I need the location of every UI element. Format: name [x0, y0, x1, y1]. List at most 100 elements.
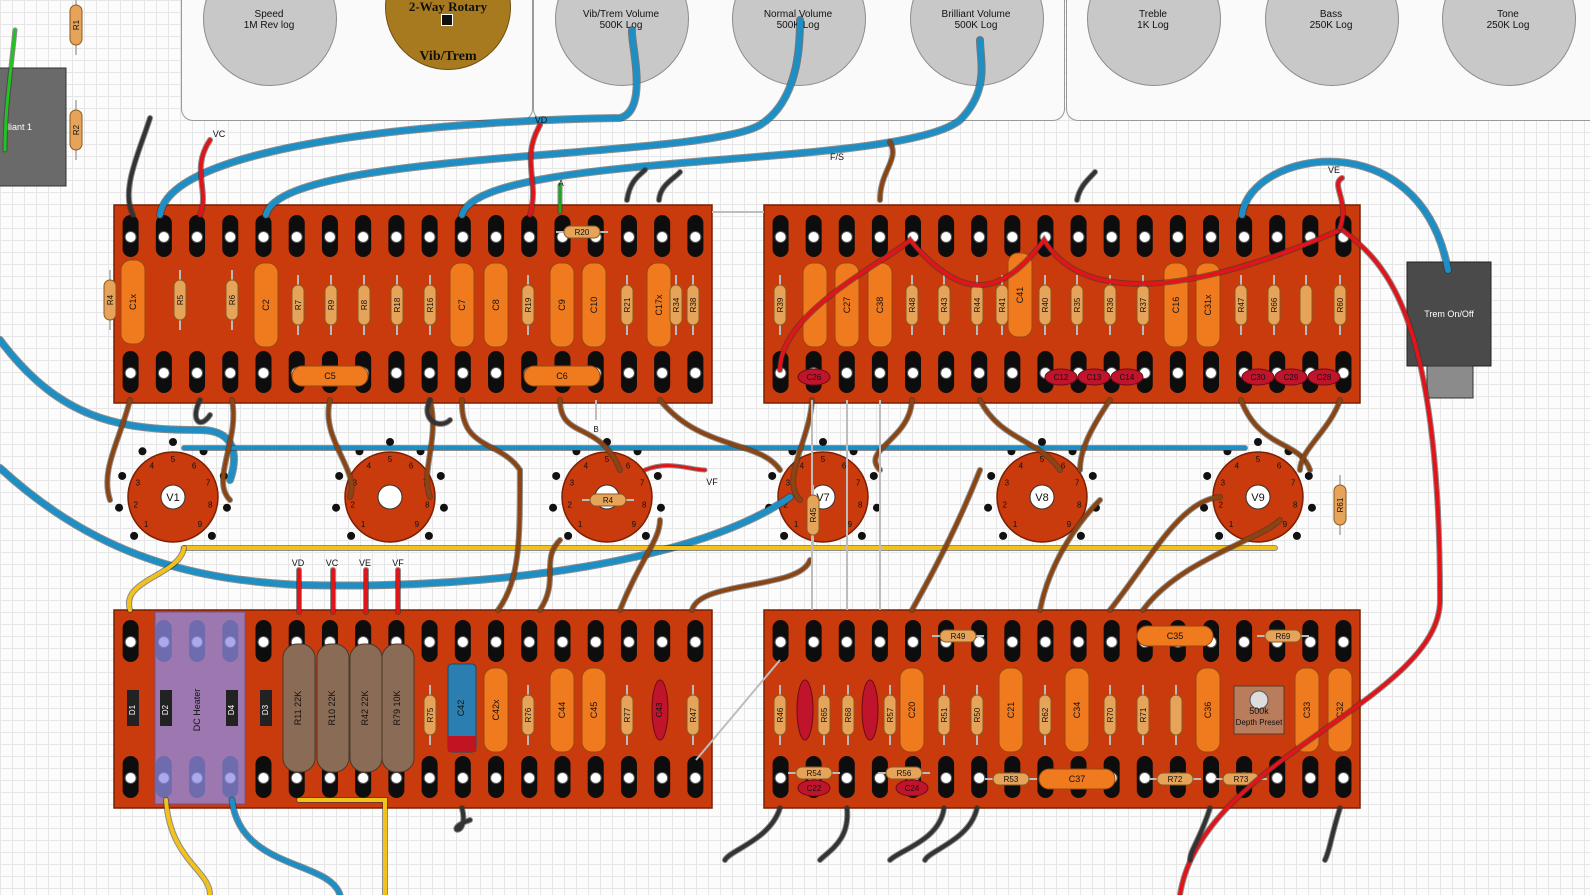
resistor-r51: [937, 694, 951, 736]
cap-label: C38: [875, 297, 885, 314]
blue-wire-brilliant: [459, 37, 985, 218]
resistor-unlabeled-b: [1169, 694, 1183, 736]
rotary-switch[interactable]: 2-Way Rotary Vib/Trem: [385, 0, 511, 70]
blue-wire-left: [0, 337, 237, 483]
cap-label: C26: [807, 373, 822, 382]
tube-pin: [332, 503, 341, 512]
black-wire-9: [888, 806, 946, 862]
black-wire-5: [425, 398, 452, 426]
black-wire-6: [454, 806, 472, 832]
tube-pin: [656, 503, 665, 512]
red-wire-vd: [528, 123, 542, 217]
pot-name: Tone: [1497, 9, 1519, 20]
tube-pin-label: 6: [192, 461, 197, 470]
resistor-r7: [291, 284, 305, 326]
tube-pin-label: 6: [1061, 461, 1066, 470]
tube-pin-label: 8: [642, 500, 647, 509]
turret-lug: [1337, 772, 1350, 784]
resistor-r40: [1038, 284, 1052, 326]
tube-pin: [138, 447, 147, 456]
diode-d2: [160, 690, 172, 726]
resistor-r43: [937, 284, 951, 326]
cap-c45: [581, 667, 607, 753]
tube-pin-label: 7: [1291, 478, 1296, 487]
brown-wire-11: [1078, 398, 1112, 472]
red-wire-supply: [1178, 226, 1443, 895]
turret-lug: [490, 772, 503, 784]
power-resistor: [282, 643, 316, 773]
turret-lug: [1271, 772, 1284, 784]
diode-d1: [127, 690, 139, 726]
resistor-label: R36: [1106, 297, 1115, 312]
cap-c35: [1136, 625, 1214, 647]
tube-pin: [115, 503, 124, 512]
tube-pin: [999, 531, 1008, 540]
resistor-r47: [1234, 284, 1248, 326]
tube-pin-label: 9: [1067, 520, 1072, 529]
tube-socket-center: [377, 484, 403, 510]
cap-label: C2: [261, 299, 271, 311]
turret-lug: [807, 636, 820, 648]
brown-wire-3: [326, 398, 354, 499]
resistor-r62: [1038, 694, 1052, 736]
resistor-r9: [324, 284, 338, 326]
rotary-switch-top-label: 2-Way Rotary: [408, 0, 488, 14]
tube-pin-label: 4: [367, 461, 372, 470]
resistor-label: R18: [393, 297, 402, 312]
resistor-r2: [69, 109, 83, 151]
turret-lug: [490, 636, 503, 648]
tube-pin-label: 8: [1293, 500, 1298, 509]
cap-label: C36: [1203, 702, 1213, 719]
brown-wire-12: [1239, 398, 1312, 472]
resistor-label: R72: [1168, 775, 1183, 784]
cap-c2: [253, 262, 279, 348]
turret-lug: [423, 367, 436, 379]
resistor-r36: [1103, 284, 1117, 326]
turret-lug: [589, 772, 602, 784]
resistor-label: R34: [672, 297, 681, 312]
turret-lug: [290, 772, 303, 784]
resistor-r47-bottom: [686, 694, 700, 736]
yellow-wire-bottom-right-outline: [296, 797, 388, 895]
tube-pin: [987, 471, 996, 480]
cap-label: C24: [905, 784, 920, 793]
cap-c28: [1307, 368, 1341, 386]
tube-pin-label: 3: [136, 478, 141, 487]
label-vf: VF: [706, 477, 718, 487]
cap-c8: [483, 262, 509, 348]
rotary-shaft-icon: [441, 14, 453, 26]
board-top-left: [113, 204, 713, 404]
tube-pin-label: 3: [1221, 478, 1226, 487]
turret-lug: [973, 367, 986, 379]
diode-label: D4: [227, 704, 236, 715]
resistor-r4-socket: [589, 493, 627, 507]
cap-c31x: [1195, 262, 1221, 348]
diode-label: D2: [161, 704, 170, 715]
turret-lug: [157, 367, 170, 379]
turret-lug: [1337, 636, 1350, 648]
pot-value: 1M Rev log: [243, 20, 295, 31]
cap-label: C27: [842, 297, 852, 314]
brown-wire-1: [105, 398, 132, 502]
tube-pin-label: 2: [1003, 500, 1008, 509]
tube-pin-label: 2: [134, 500, 139, 509]
resistor-r66: [1267, 284, 1281, 326]
turret-lug: [257, 231, 270, 243]
turret-lug: [774, 231, 787, 243]
label-vc: VC: [213, 129, 226, 139]
resistor-r48: [905, 284, 919, 326]
turret-lug: [490, 231, 503, 243]
cap-c6: [523, 365, 601, 387]
resistor-label: R73: [1234, 775, 1249, 784]
diode-d4: [226, 690, 238, 726]
resistor-r53: [992, 772, 1030, 786]
tube-pin-label: 8: [1077, 500, 1082, 509]
tube-pin: [869, 471, 878, 480]
tube-pin: [984, 503, 993, 512]
cap-c26: [797, 368, 831, 386]
resistor-r6: [225, 279, 239, 321]
tube-pin-label: 9: [848, 520, 853, 529]
tube-pin-label: 5: [388, 455, 393, 464]
turret-lug: [940, 772, 953, 784]
